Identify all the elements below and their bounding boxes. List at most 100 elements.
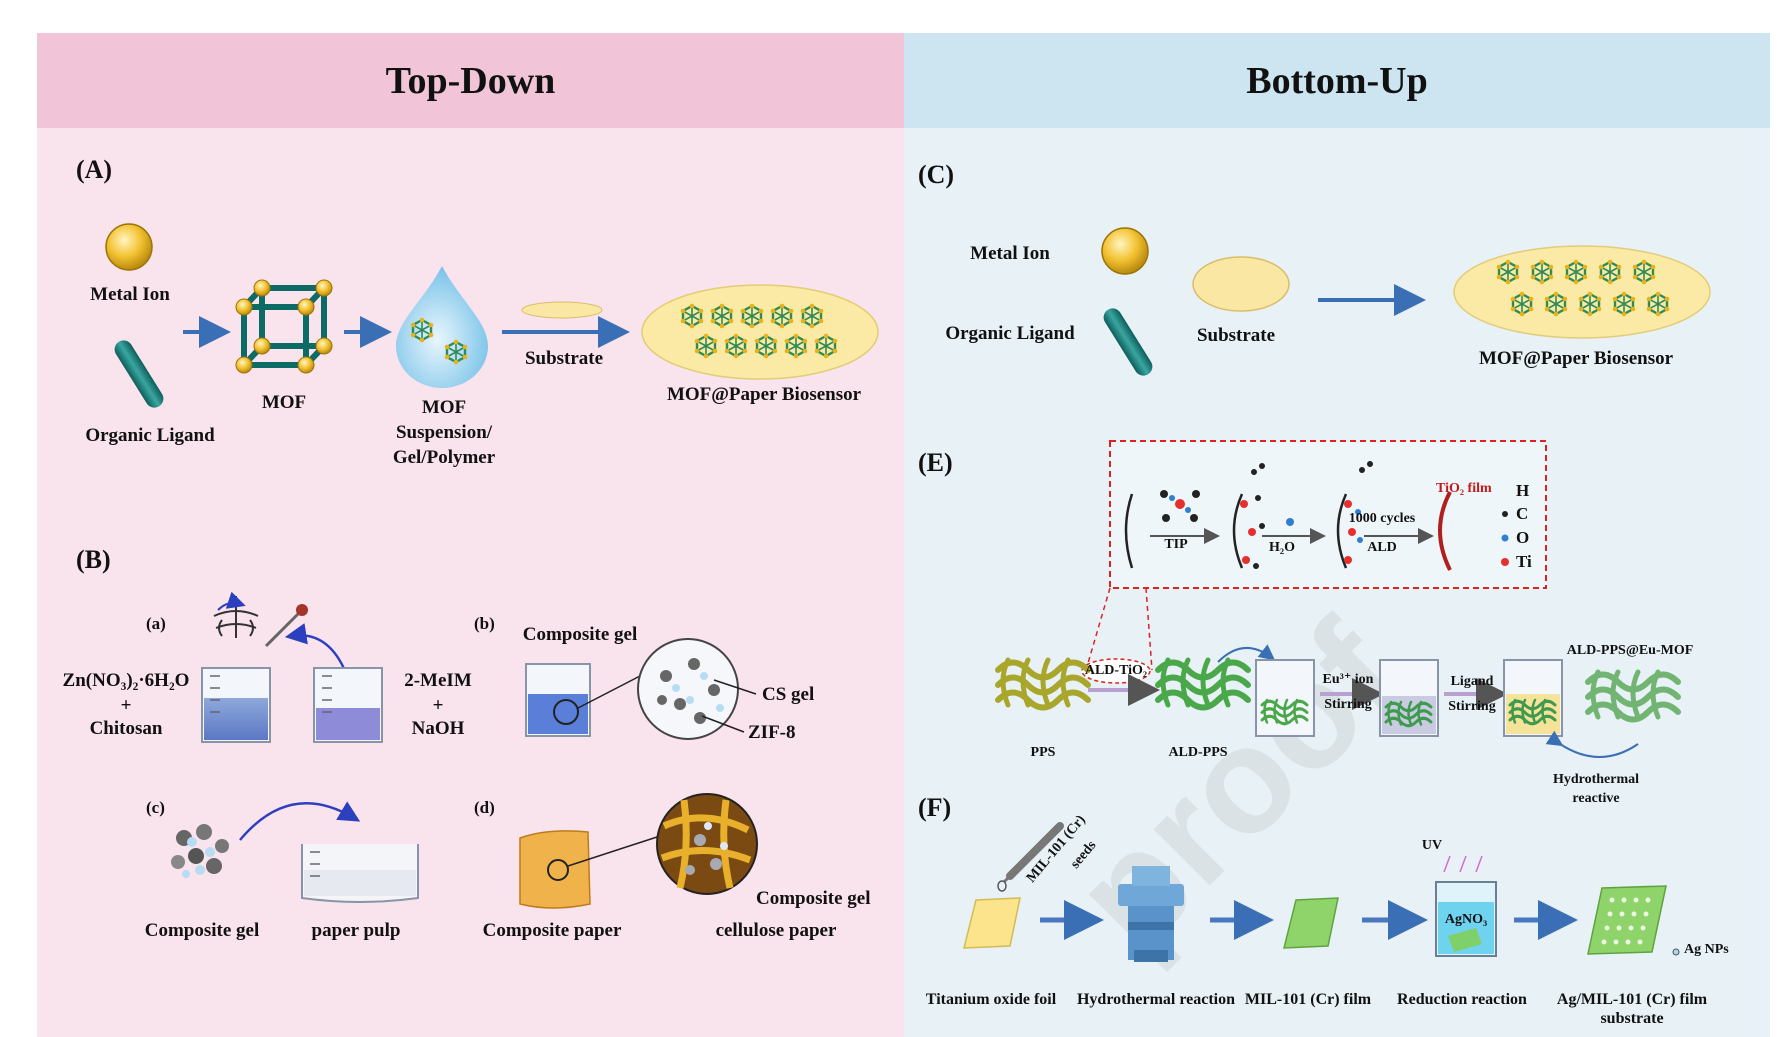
h2o-label: H₂O bbox=[1269, 540, 1295, 555]
substrate-disk bbox=[521, 301, 603, 319]
pps-mesh bbox=[998, 660, 1088, 708]
section-f-label: (F) bbox=[918, 793, 952, 822]
substrate-disk-c bbox=[1192, 256, 1290, 312]
ti-foil-label: Titanium oxide foil bbox=[925, 991, 1057, 1008]
biosensor-label-a: MOF@Paper Biosensor bbox=[666, 384, 862, 405]
ald-tio2-label: ALD-TiO₂ bbox=[1084, 663, 1148, 678]
section-a-label: (A) bbox=[76, 155, 113, 184]
tip-label: TIP bbox=[1164, 537, 1188, 552]
mil-film-label: MIL-101 (Cr) film bbox=[1244, 991, 1372, 1008]
composite-paper-sheet bbox=[519, 830, 591, 909]
pps-label: PPS bbox=[1030, 745, 1056, 760]
composite-gel-label-b: Composite gel bbox=[522, 624, 638, 645]
zif8-label: ZIF-8 bbox=[748, 722, 796, 743]
stirring-label-2: Stirring bbox=[1448, 699, 1496, 714]
cellulose-paper-label: cellulose paper bbox=[715, 920, 837, 941]
cellulose-paper-zoom bbox=[656, 793, 758, 895]
mof-suspension-label-3: Gel/Polymer bbox=[392, 447, 496, 468]
tio2-film-label: TiO₂ film bbox=[1436, 481, 1492, 496]
stirring-label-1: Stirring bbox=[1324, 697, 1372, 712]
metal-ion-label: Metal Ion bbox=[90, 284, 170, 305]
beaker-ligand bbox=[1379, 659, 1439, 737]
metal-ion-label-c: Metal Ion bbox=[970, 243, 1050, 264]
mof-suspension-label-2: Suspension/ bbox=[395, 422, 493, 443]
legend-ti-label: Ti bbox=[1516, 552, 1532, 571]
titanium-foil bbox=[963, 897, 1021, 949]
hydrothermal-label: Hydrothermal bbox=[1552, 772, 1640, 787]
composite-gel-label-c: Composite gel bbox=[144, 920, 260, 941]
beaker-zn bbox=[201, 667, 271, 743]
sub-d-label: (d) bbox=[474, 798, 495, 817]
section-e-label: (E) bbox=[918, 448, 953, 477]
autoclave-icon bbox=[1118, 866, 1184, 962]
agno3-beaker bbox=[1435, 881, 1497, 957]
beaker-meim bbox=[313, 667, 383, 743]
sub-b-label: (b) bbox=[474, 614, 495, 633]
mof-droplet bbox=[396, 266, 488, 388]
cs-gel-zoom bbox=[637, 638, 739, 740]
metal-ion-sphere-c bbox=[1101, 227, 1149, 275]
ald-pps-mesh bbox=[1158, 660, 1248, 708]
composite-gel-label-d: Composite gel bbox=[756, 888, 871, 909]
mil-film bbox=[1283, 897, 1339, 949]
organic-ligand-rod bbox=[114, 340, 164, 408]
composite-paper-label: Composite paper bbox=[482, 920, 622, 941]
ag-nps-dots bbox=[1601, 897, 1651, 945]
substrate-label-a: Substrate bbox=[524, 348, 604, 369]
stirrer-icon bbox=[213, 596, 259, 638]
meim-label: 2-MeIM bbox=[404, 670, 472, 691]
ald-label: ALD bbox=[1367, 540, 1397, 555]
adsorbed-tip bbox=[1240, 495, 1265, 569]
naoh-label: NaOH bbox=[411, 718, 465, 739]
biosensor-label-c: MOF@Paper Biosensor bbox=[1478, 348, 1674, 369]
dropper-icon bbox=[264, 604, 308, 648]
beaker-composite-gel bbox=[525, 663, 591, 737]
organic-ligand-rod-c bbox=[1103, 308, 1153, 376]
composite-gel-cluster bbox=[171, 824, 229, 878]
tio2-film-curve bbox=[1438, 491, 1452, 571]
section-c-label: (C) bbox=[918, 160, 955, 189]
paper-pulp-beaker bbox=[301, 844, 419, 903]
meim-plus-label: + bbox=[432, 695, 444, 716]
uv-label: UV bbox=[1421, 838, 1443, 853]
metal-ion-sphere bbox=[105, 223, 153, 271]
ag-mil-label-1: Ag/MIL-101 (Cr) film bbox=[1556, 991, 1708, 1008]
organic-ligand-label: Organic Ligand bbox=[85, 425, 215, 446]
legend-o-label: O bbox=[1516, 528, 1530, 547]
agno3-label: AgNO₃ bbox=[1444, 912, 1488, 927]
sub-a-label: (a) bbox=[146, 614, 166, 633]
ald-pps-eu-mof-label: ALD-PPS@Eu-MOF bbox=[1566, 643, 1694, 658]
reactive-label: reactive bbox=[1572, 791, 1620, 806]
mof-suspension-label-1: MOF bbox=[421, 397, 467, 418]
hydrothermal-reaction-label: Hydrothermal reaction bbox=[1076, 991, 1236, 1008]
legend-h-label: H bbox=[1516, 481, 1530, 500]
hydrolysed-layer bbox=[1344, 500, 1363, 564]
mof-label: MOF bbox=[261, 392, 307, 413]
element-legend bbox=[1501, 511, 1509, 566]
ald-pps-eu-mof-mesh bbox=[1588, 672, 1678, 720]
bottom-up-title: Bottom-Up bbox=[1246, 59, 1428, 102]
zn-nitrate-label: Zn(NO₃)₂·6H₂O bbox=[62, 670, 190, 691]
beaker-hydrothermal bbox=[1503, 659, 1563, 737]
ag-mil-substrate bbox=[1587, 885, 1667, 955]
sub-c-label: (c) bbox=[146, 798, 165, 817]
paper-pulp-label: paper pulp bbox=[311, 920, 401, 941]
zn-plus-label: + bbox=[120, 695, 132, 716]
cs-gel-label: CS gel bbox=[762, 684, 815, 705]
biosensor-plate-c bbox=[1453, 245, 1711, 339]
pipette-icon bbox=[997, 822, 1064, 892]
substrate-label-c: Substrate bbox=[1196, 325, 1276, 346]
ald-detail-box bbox=[1109, 440, 1547, 589]
top-down-title: Top-Down bbox=[385, 59, 556, 102]
reduction-reaction-label: Reduction reaction bbox=[1397, 991, 1527, 1008]
ligand-label: Ligand bbox=[1450, 674, 1494, 689]
biosensor-plate-a bbox=[641, 284, 879, 380]
bottom-up-header: Bottom-Up bbox=[904, 33, 1770, 128]
chitosan-label: Chitosan bbox=[89, 718, 163, 739]
ag-nps-label: Ag NPs bbox=[1684, 942, 1729, 957]
cycles-label: 1000 cycles bbox=[1348, 511, 1416, 526]
ald-pps-label: ALD-PPS bbox=[1168, 745, 1228, 760]
organic-ligand-label-c: Organic Ligand bbox=[945, 323, 1075, 344]
top-down-header: Top-Down bbox=[37, 33, 904, 128]
